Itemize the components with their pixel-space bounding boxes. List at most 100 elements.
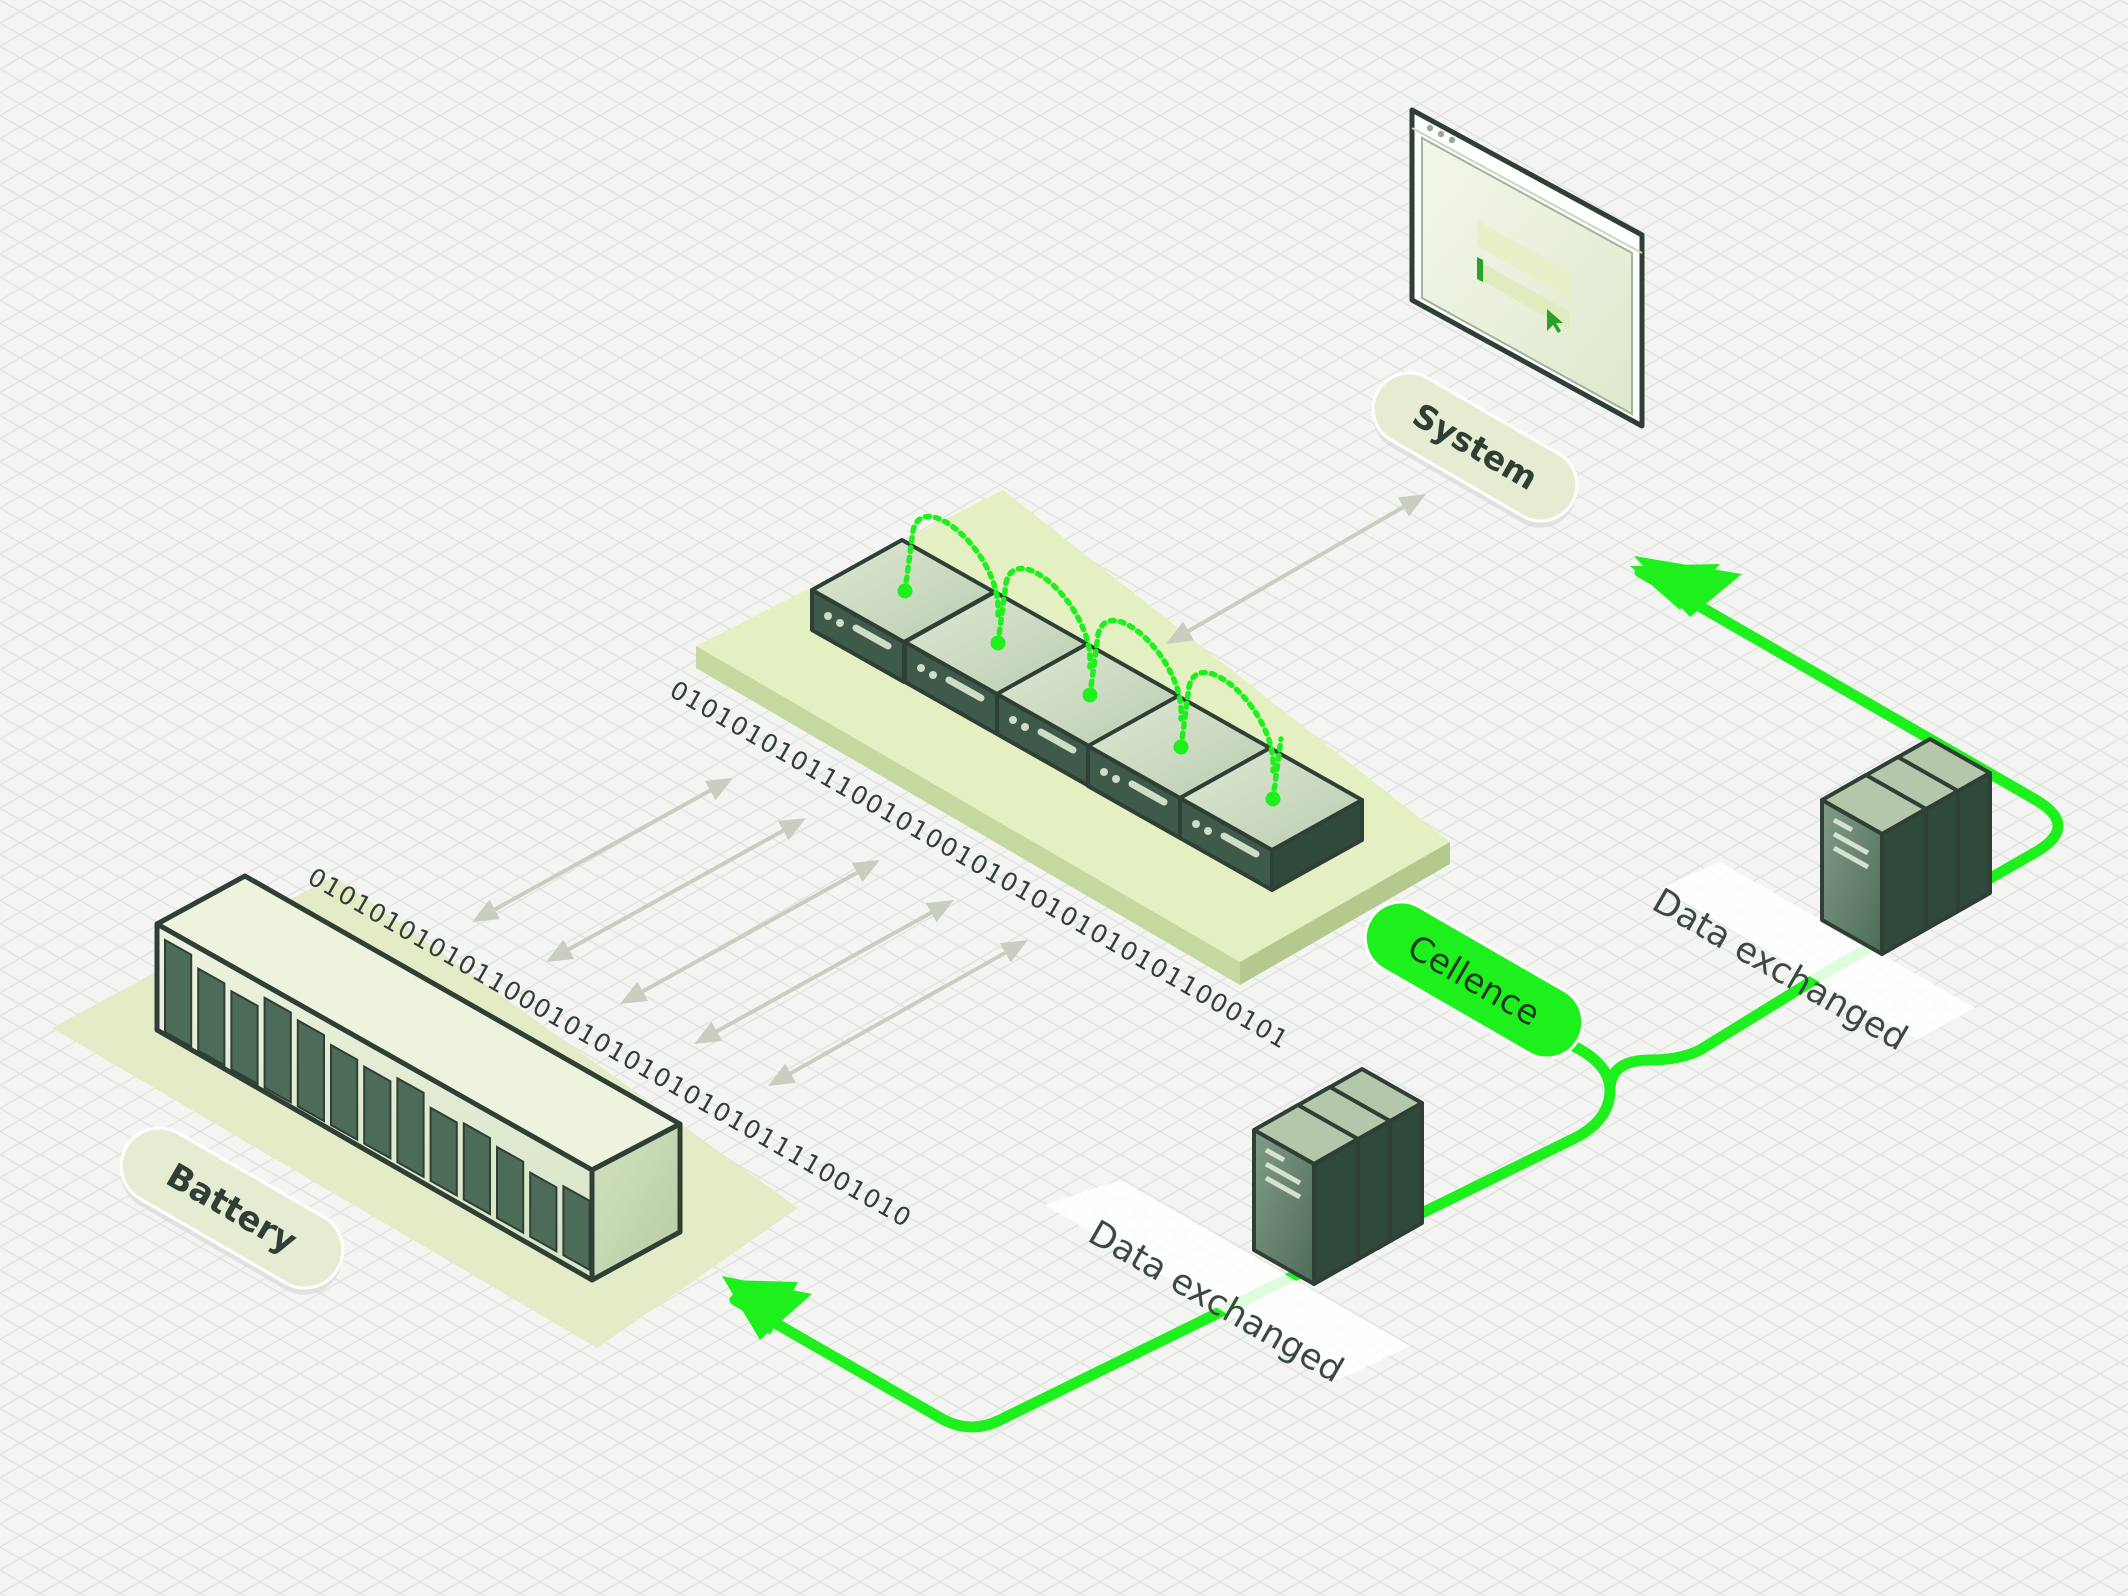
link-riser [1087,632,1101,698]
monitor-input-field [1477,220,1570,298]
battery-cabinet-icon [52,873,798,1348]
server-slot-icon [1832,845,1870,870]
module-led-icon [917,664,925,672]
server-slot-icon [1264,1147,1286,1163]
module-platform-side [1240,842,1450,985]
server-slot-icon [1264,1175,1302,1200]
data-exchanged-upper-bg [1660,862,1975,1040]
server-unit [1252,1103,1360,1286]
monitor-titlebar-line [1411,127,1643,254]
battery-cells [164,938,591,1272]
battery-cell [330,1043,359,1142]
arrow-shaft [711,908,937,1036]
module-links [897,513,1284,807]
battery-cell [529,1170,558,1253]
module-led-icon [929,671,937,679]
arrow-shaft [1183,502,1409,636]
server-rack-icon [1252,1067,1424,1286]
battery-module-icon [696,490,1450,985]
arrowhead-to-system-fill [1634,556,1742,617]
double-arrow-icon [620,860,880,1004]
battery-cell [263,996,292,1105]
module-port-icon [1220,832,1260,858]
battery-cell [462,1121,491,1216]
module-led-icon [1009,716,1017,724]
arrowhead-icon [999,940,1028,963]
double-arrow-icon [1166,494,1426,644]
battery-cell [562,1184,591,1272]
module-platform-front [696,646,1240,985]
text-caret-icon [1477,257,1483,282]
module-led-icon [1100,768,1108,776]
window-dot-icon [1437,130,1445,138]
link-riser [902,528,916,594]
link-arc [910,513,1001,618]
arrow-shaft [785,948,1011,1078]
link-riser [995,580,1009,646]
arrowhead-icon [851,860,880,883]
arrowhead-icon [777,818,806,841]
browser-window-icon [1409,107,1645,429]
battery-cell [396,1076,425,1179]
green-flow-lines [722,556,2064,1433]
battery-cell [363,1064,392,1160]
arrow-shaft [489,786,716,914]
arrowhead-icon [546,939,575,962]
flow-line-to-system [1634,566,2064,976]
server-slot-icon [1832,817,1854,833]
server-side [1312,1137,1360,1286]
battery-side [589,1121,683,1283]
double-arrow-icon [694,900,954,1044]
server-unit [1820,773,1928,956]
flow-line-branch [1604,964,1836,1096]
monitor-button [1477,260,1570,330]
server-slot-icon [1264,1161,1302,1186]
double-arrow-icon [472,778,733,922]
double-arrow-icon [546,818,806,962]
battery-cell [429,1106,458,1198]
module-led-icon [824,612,832,620]
module-led-icon [1021,723,1029,731]
link-arc [1186,669,1276,774]
window-dot-icon [1448,136,1456,144]
battery-label: Battery [119,1126,345,1295]
double-arrow-icon [768,940,1028,1086]
arrowhead-icon [472,899,501,922]
arrowhead-icon [1397,494,1426,517]
window-dot-icon [1426,124,1434,132]
battery-cell [230,989,259,1086]
mouse-cursor-icon [1547,309,1563,333]
link-arc [1095,617,1184,722]
link-riser [1270,736,1284,802]
module-led-icon [1112,775,1120,783]
battery-cell [164,938,193,1049]
module-led-icon [1192,820,1200,828]
module-port-icon [1037,728,1077,754]
arrowhead-icon [925,900,954,923]
arrow-shaft [637,868,863,996]
monitor-screen [1421,136,1633,416]
server-side [1880,807,1928,956]
arrowhead-to-battery-fill [722,1276,812,1340]
arrowhead-icon [704,778,733,801]
module-led-icon [1204,827,1212,835]
cellence-label: Cellence [1363,900,1585,1060]
module-port-icon [945,676,985,702]
arrowhead-icon [620,981,649,1004]
module-led-icon [836,619,844,627]
link-riser [1178,684,1192,750]
arrowhead-icon [1166,621,1195,644]
server-rack-icon [1820,737,1992,956]
flow-line-to-battery [729,1034,1616,1433]
module-port-icon [852,624,892,650]
arrowhead-icon [768,1063,797,1086]
data-exchanged-lower-bg [1045,1180,1410,1380]
arrowhead-icon [694,1021,723,1044]
link-arc [1003,565,1093,670]
battery-cell [296,1018,325,1123]
battery-cell [197,966,226,1067]
data-transfer-arrows [472,494,1426,1086]
battery-cell [496,1145,525,1235]
